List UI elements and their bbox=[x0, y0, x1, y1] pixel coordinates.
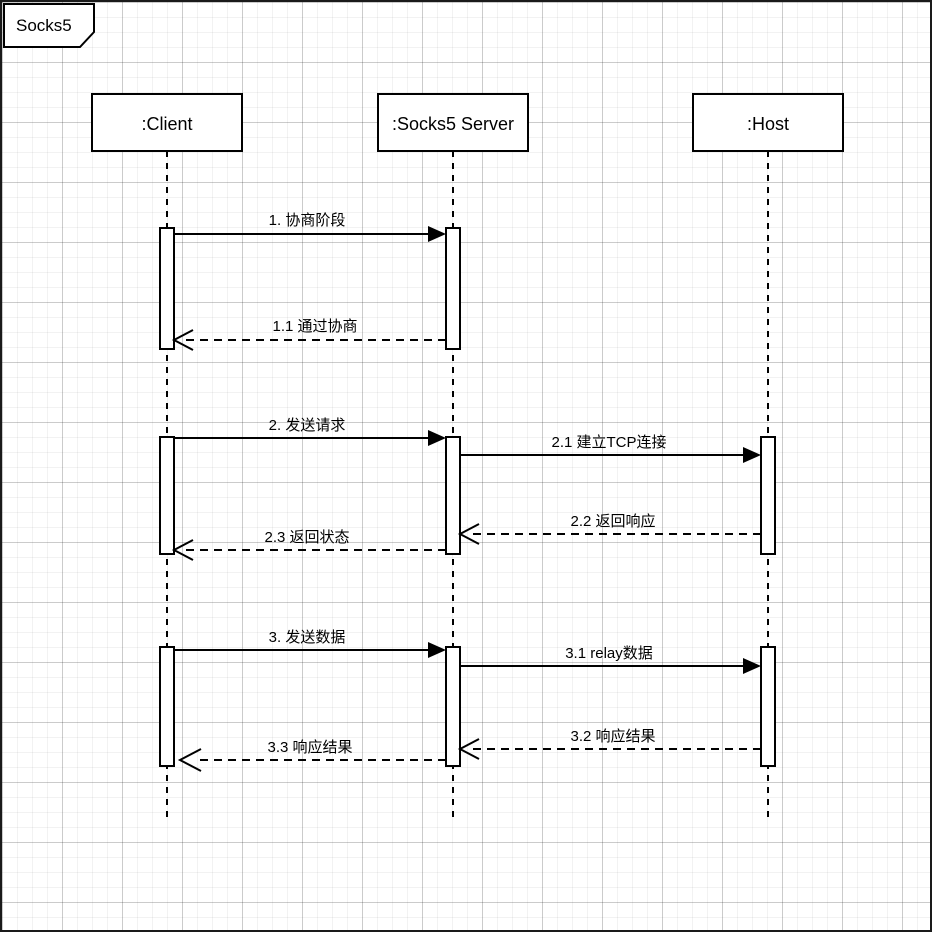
message-3-1-label: 3.1 relay数据 bbox=[565, 645, 653, 662]
message-3-3[interactable]: 3.3 响应结果 bbox=[177, 738, 446, 772]
activation-bar-server-3[interactable] bbox=[445, 646, 461, 767]
activation-bar-client-2[interactable] bbox=[159, 436, 175, 555]
message-3-2-label: 3.2 响应结果 bbox=[570, 727, 655, 745]
message-2-1-arrowhead bbox=[743, 447, 761, 463]
message-2-1[interactable]: 2.1 建立TCP连接 bbox=[460, 434, 761, 463]
message-3-label: 3. 发送数据 bbox=[269, 629, 346, 646]
message-2-arrowhead bbox=[428, 430, 446, 446]
message-2-2-arrowhead bbox=[457, 523, 480, 545]
message-3[interactable]: 3. 发送数据 bbox=[174, 629, 446, 658]
message-2-1-label: 2.1 建立TCP连接 bbox=[551, 434, 666, 451]
message-3-2[interactable]: 3.2 响应结果 bbox=[457, 727, 761, 760]
lifeline-label-client: :Client bbox=[141, 114, 192, 134]
lifeline-header-server[interactable]: :Socks5 Server bbox=[377, 93, 529, 152]
message-2-2-label: 2.2 返回响应 bbox=[570, 512, 655, 530]
message-3-3-arrowhead bbox=[177, 748, 202, 772]
message-2-3[interactable]: 2.3 返回状态 bbox=[171, 529, 446, 561]
activation-bar-host-3[interactable] bbox=[760, 646, 776, 767]
activation-bar-server-2[interactable] bbox=[445, 436, 461, 555]
lifeline-box-server bbox=[377, 93, 529, 152]
lifeline-label-server: :Socks5 Server bbox=[392, 114, 514, 134]
message-1-arrowhead bbox=[428, 226, 446, 242]
lifeline-header-client[interactable]: :Client bbox=[91, 93, 243, 152]
message-2-3-label: 2.3 返回状态 bbox=[264, 529, 349, 546]
message-3-1-arrowhead bbox=[743, 658, 761, 674]
lifeline-label-host: :Host bbox=[747, 114, 789, 134]
message-1-1-label: 1.1 通过协商 bbox=[272, 318, 357, 335]
message-1-1-arrowhead bbox=[171, 329, 194, 351]
lifeline-header-host[interactable]: :Host bbox=[692, 93, 844, 152]
activation-bar-client-1[interactable] bbox=[159, 227, 175, 350]
message-1-label: 1. 协商阶段 bbox=[269, 212, 346, 229]
message-3-1[interactable]: 3.1 relay数据 bbox=[460, 645, 761, 674]
message-3-2-arrowhead bbox=[457, 738, 480, 760]
lifeline-box-client bbox=[91, 93, 243, 152]
message-2-3-arrowhead bbox=[171, 539, 194, 561]
message-1[interactable]: 1. 协商阶段 bbox=[174, 212, 446, 242]
message-2-label: 2. 发送请求 bbox=[269, 417, 346, 434]
message-2-2[interactable]: 2.2 返回响应 bbox=[457, 512, 761, 545]
activation-bar-client-3[interactable] bbox=[159, 646, 175, 767]
frame-tab-shape bbox=[3, 3, 95, 48]
frame-tab[interactable]: Socks5 bbox=[3, 3, 95, 48]
message-1-1[interactable]: 1.1 通过协商 bbox=[171, 318, 446, 351]
message-2[interactable]: 2. 发送请求 bbox=[174, 417, 446, 446]
activation-bar-host-2[interactable] bbox=[760, 436, 776, 555]
frame-tab-label: Socks5 bbox=[16, 16, 72, 35]
message-3-3-label: 3.3 响应结果 bbox=[267, 738, 352, 756]
activation-bar-server-1[interactable] bbox=[445, 227, 461, 350]
message-3-arrowhead bbox=[428, 642, 446, 658]
lifeline-box-host bbox=[692, 93, 844, 152]
